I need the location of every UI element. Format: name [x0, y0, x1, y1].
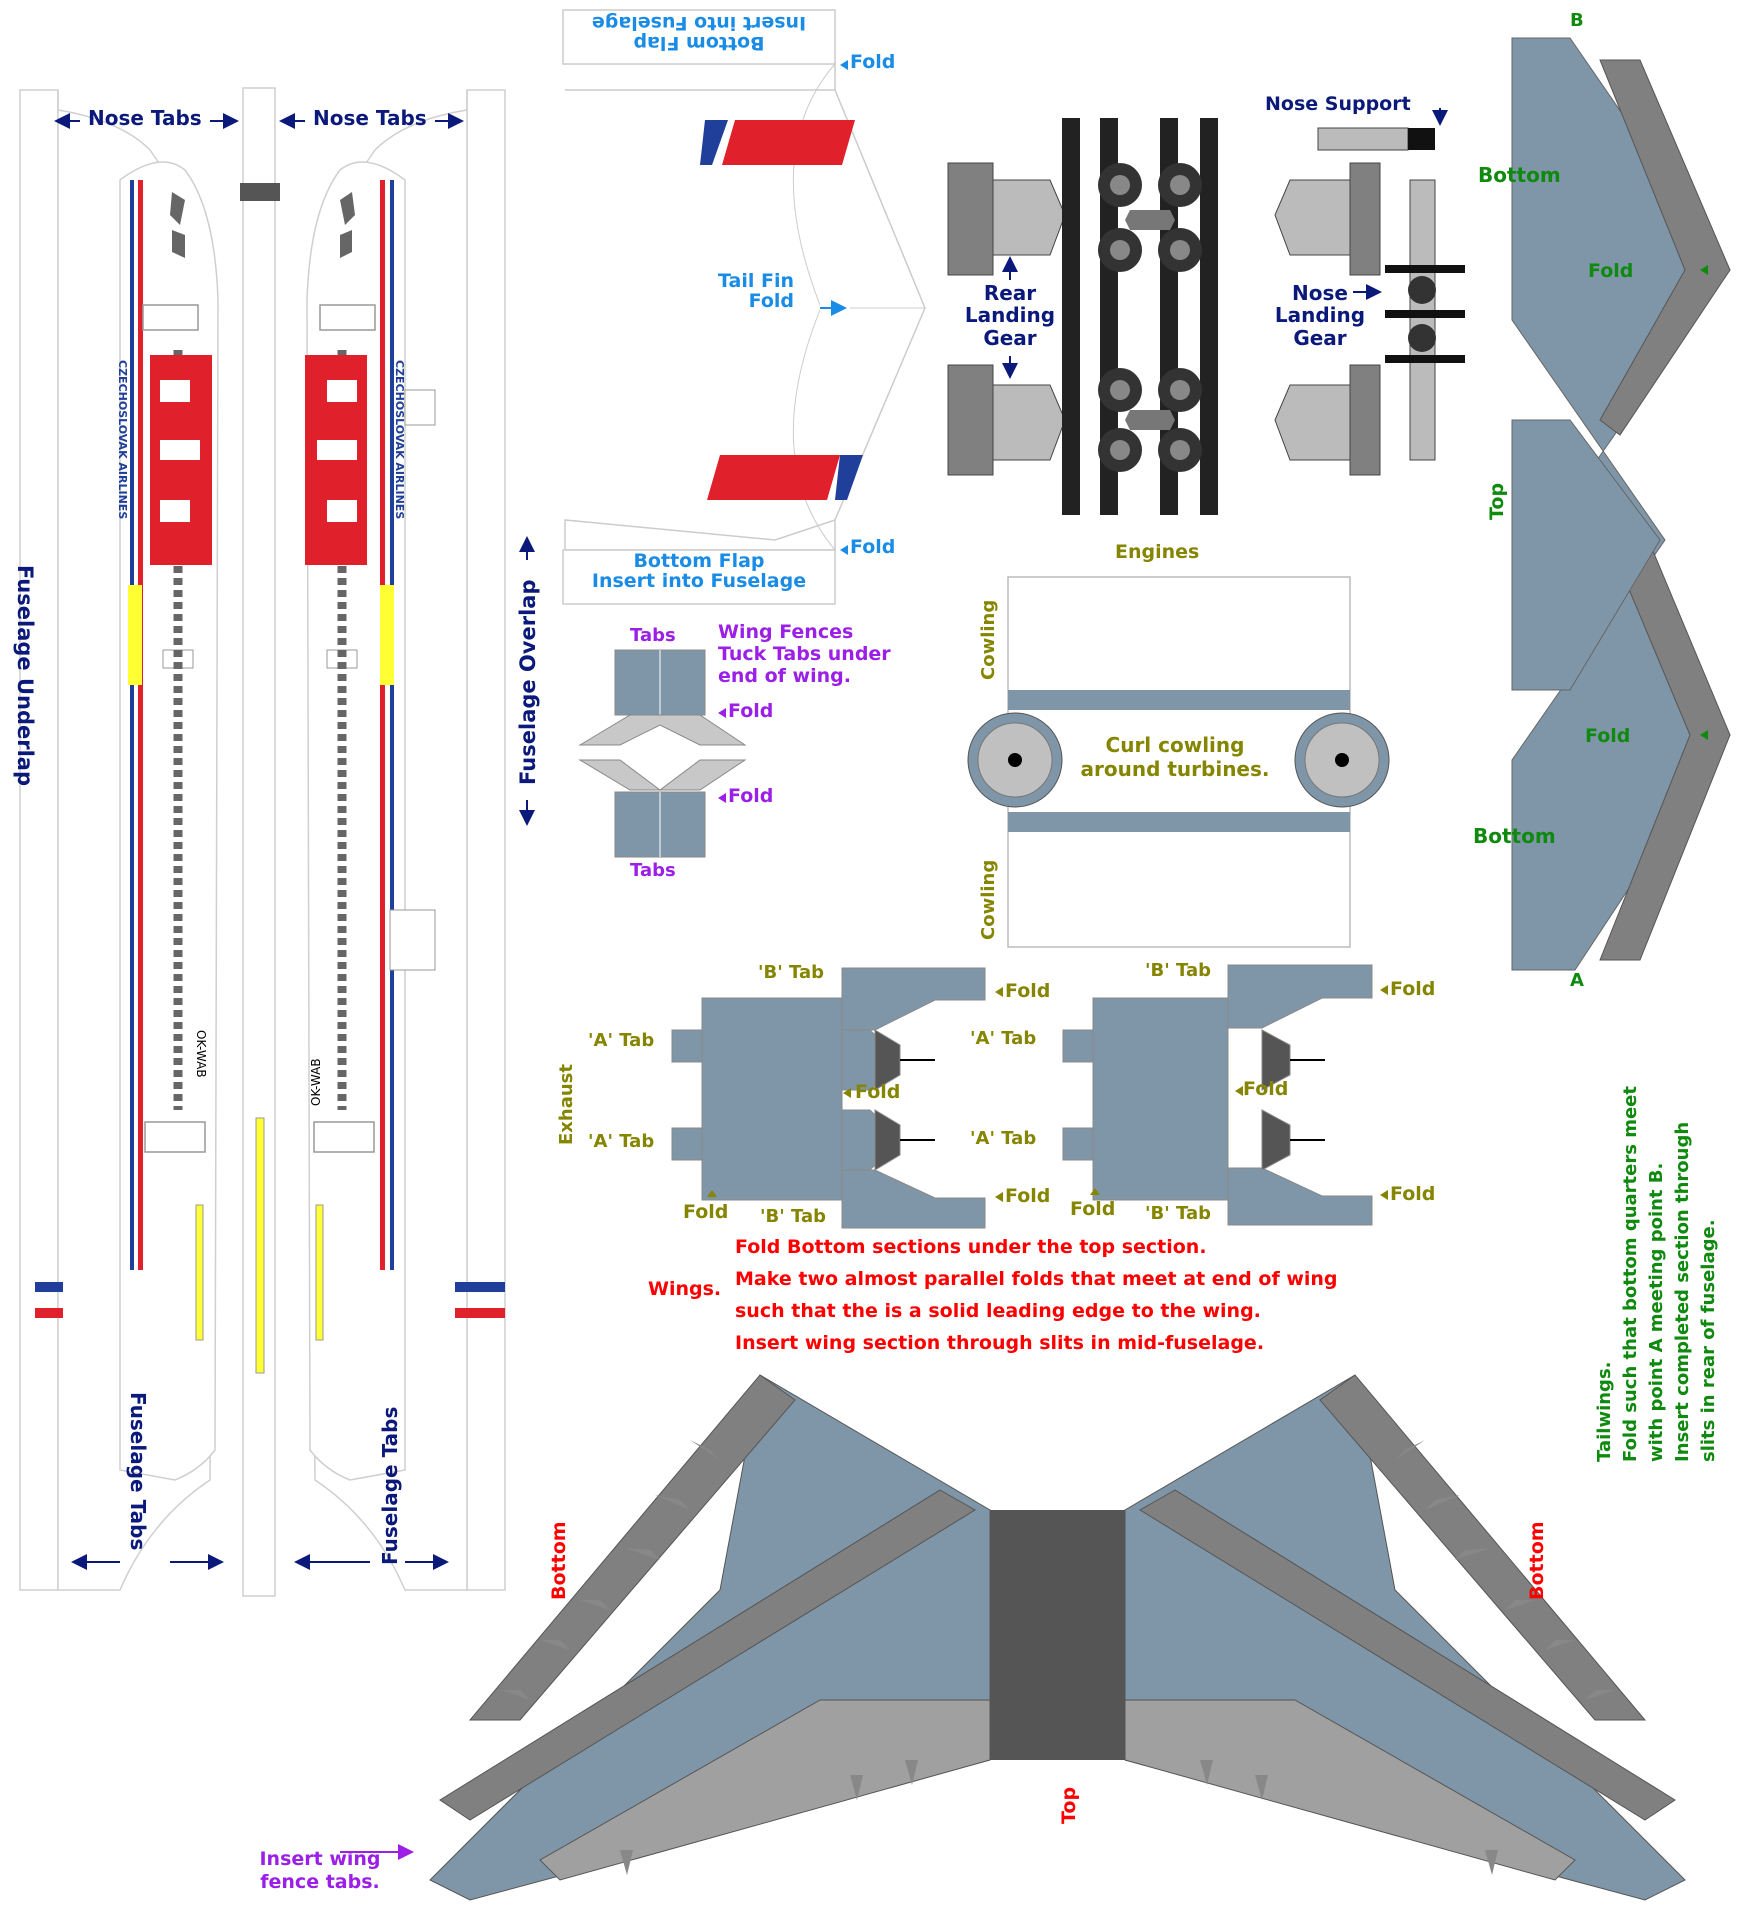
fuselage-tabs-right-label: Fuselage Tabs: [378, 1406, 402, 1565]
a-tab-2: 'A' Tab: [588, 1131, 655, 1152]
registration-right: OK-WAB: [309, 1058, 323, 1106]
wings-instruction-2: Make two almost parallel folds that meet…: [735, 1268, 1338, 1290]
tail-fin-outline: [564, 61, 926, 551]
airline-name-right: CZECHOSLOVAK AIRLINES: [393, 360, 406, 520]
tailwing-bottom-upper: Bottom: [1478, 163, 1561, 187]
wing-fence-tabs-top: Tabs: [630, 625, 676, 646]
fuselage-overlap-strip: [466, 89, 506, 1591]
engine-instruction: Curl cowling around turbines.: [1080, 733, 1270, 781]
landing-gear: [947, 108, 1465, 515]
tail-fin-bottom-flap-label: Bottom Flap Insert into Fuselage: [591, 550, 807, 592]
tailwing-fold-lower: Fold: [1585, 725, 1631, 747]
exhaust-fold-arrows: [707, 985, 1388, 1202]
exhaust-fold-3: Fold: [1005, 1185, 1051, 1207]
wings-label: Wings.: [648, 1278, 722, 1300]
wing-center-box: [990, 1510, 1125, 1760]
ok-logo-top: [722, 120, 855, 165]
tailwing-point-b: B: [1570, 10, 1584, 31]
fuselage-underlap-strip: [19, 89, 59, 1591]
wing-bottom-left-label: Bottom: [548, 1521, 570, 1600]
a-tab-4: 'A' Tab: [970, 1128, 1037, 1149]
exhaust-fold-7: Fold: [1390, 1183, 1436, 1205]
cowling-bottom-label: Cowling: [978, 859, 999, 940]
wings-instruction-4: Insert wing section through slits in mid…: [735, 1332, 1265, 1354]
b-tab-2: 'B' Tab: [760, 1206, 826, 1227]
wing-fence-fold-2: Fold: [728, 785, 774, 807]
exhaust-fold-6: Fold: [1243, 1078, 1289, 1100]
exhaust-fold-4: Fold: [683, 1201, 729, 1223]
a-tab-1: 'A' Tab: [588, 1030, 655, 1051]
tail-fin-top-flap-label: Bottom Flap Insert into Fuselage: [591, 11, 807, 54]
tail-fin-fold-bottom: Fold: [850, 536, 896, 558]
wing-fence-tabs-bottom: Tabs: [630, 860, 676, 881]
wing-fences: [578, 649, 747, 858]
nose-tabs-right-label: Nose Tabs: [313, 106, 427, 130]
csa-logo-left: [150, 355, 212, 565]
wings-instruction-1: Fold Bottom sections under the top secti…: [735, 1236, 1207, 1258]
exhaust-label: Exhaust: [556, 1064, 577, 1145]
exhaust-fold-1: Fold: [1005, 980, 1051, 1002]
exhaust-fold-2: Fold: [855, 1081, 901, 1103]
tailwings: [1511, 37, 1731, 971]
wing-fence-fold-1: Fold: [728, 700, 774, 722]
tail-fin-bottom-flap: [562, 549, 836, 605]
engines-title: Engines: [1115, 541, 1200, 563]
tail-fin-label: Tail Fin Fold: [718, 270, 794, 312]
tail-fin-top-flap: [562, 9, 836, 65]
csa-logo-right: [305, 355, 367, 565]
insert-wing-fence-note: Insert wing fence tabs.: [259, 1848, 381, 1893]
fuselage-underlap-label: Fuselage Underlap: [13, 565, 37, 786]
nose-landing-gear-label: Nose Landing Gear: [1274, 281, 1366, 350]
b-tab-3: 'B' Tab: [1145, 960, 1211, 981]
a-tab-3: 'A' Tab: [970, 1028, 1037, 1049]
nose-tabs-left-label: Nose Tabs: [88, 106, 202, 130]
tailwing-bottom-lower: Bottom: [1473, 824, 1556, 848]
registration-left: OK-WAB: [194, 1030, 208, 1078]
tailwing-fold-upper: Fold: [1588, 260, 1634, 282]
cowling-top-label: Cowling: [978, 599, 999, 680]
wings-instruction-3: such that the is a solid leading edge to…: [735, 1300, 1261, 1322]
exhaust-fold-8: Fold: [1070, 1198, 1116, 1220]
fuselage-arrows: [54, 113, 535, 1570]
exhaust-parts: [671, 964, 1373, 1229]
fuselage-overlap-label: Fuselage Overlap: [516, 579, 540, 786]
tailwing-instruction: Tailwings. Fold such that bottom quarter…: [1594, 1086, 1720, 1462]
fuselage-tabs-left-label: Fuselage Tabs: [126, 1392, 150, 1551]
fuselage-center-strip: [242, 87, 276, 1597]
b-tab-4: 'B' Tab: [1145, 1203, 1211, 1224]
b-tab-1: 'B' Tab: [758, 962, 824, 983]
ok-logo-bottom: [707, 455, 840, 500]
exhaust-fold-5: Fold: [1390, 978, 1436, 1000]
tailwing-point-a: A: [1570, 970, 1584, 991]
engines: [967, 576, 1390, 948]
wing-fence-instruction: Wing Fences Tuck Tabs under end of wing.: [718, 621, 891, 687]
tailwing-top-label: Top: [1486, 482, 1508, 520]
airline-name-left: CZECHOSLOVAK AIRLINES: [116, 360, 129, 520]
tail-fin-fold-top: Fold: [850, 51, 896, 73]
wing-bottom-right-label: Bottom: [1526, 1521, 1548, 1600]
nose-support-label: Nose Support: [1265, 93, 1411, 115]
wing-top-label: Top: [1058, 1786, 1080, 1824]
rear-landing-gear-label: Rear Landing Gear: [964, 281, 1056, 350]
main-wings: [340, 1374, 1686, 1901]
tail-fin: [562, 9, 926, 605]
